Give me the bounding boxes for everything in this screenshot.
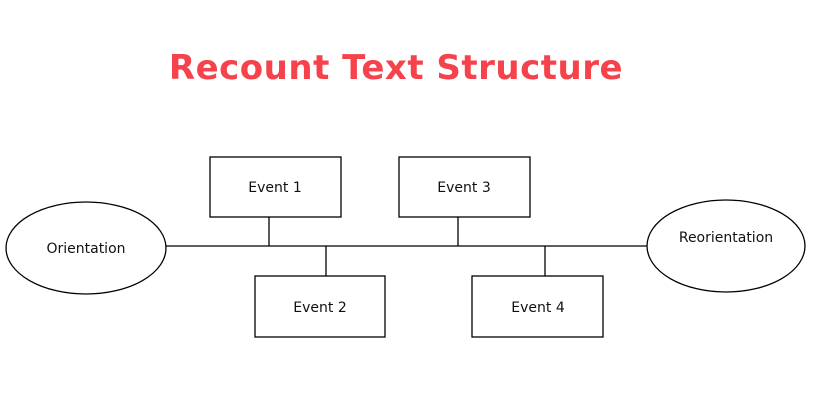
- orientation-ellipse: [5, 201, 167, 295]
- event-2-box: [254, 275, 386, 338]
- reorientation-node: Reorientation: [646, 199, 806, 293]
- event-3-node: Event 3: [398, 156, 531, 218]
- page-title: Recount Text Structure: [0, 44, 814, 92]
- orientation-node: Orientation: [5, 201, 167, 295]
- event-3-label: Event 3: [437, 180, 490, 196]
- event-2-node: Event 2: [254, 275, 386, 338]
- event-1-label: Event 1: [248, 180, 301, 196]
- reorientation-ellipse: [646, 199, 806, 293]
- event-4-label: Event 4: [511, 300, 565, 316]
- page-title-text: Recount Text Structure: [168, 48, 624, 88]
- event-3-box: [398, 156, 531, 218]
- event-2-label: Event 2: [293, 300, 346, 316]
- event-4-box: [471, 275, 604, 338]
- reorientation-label: Reorientation: [679, 230, 773, 246]
- event-1-node: Event 1: [209, 156, 342, 218]
- orientation-label: Orientation: [46, 241, 125, 257]
- event-1-box: [209, 156, 342, 218]
- event-4-node: Event 4: [471, 275, 604, 338]
